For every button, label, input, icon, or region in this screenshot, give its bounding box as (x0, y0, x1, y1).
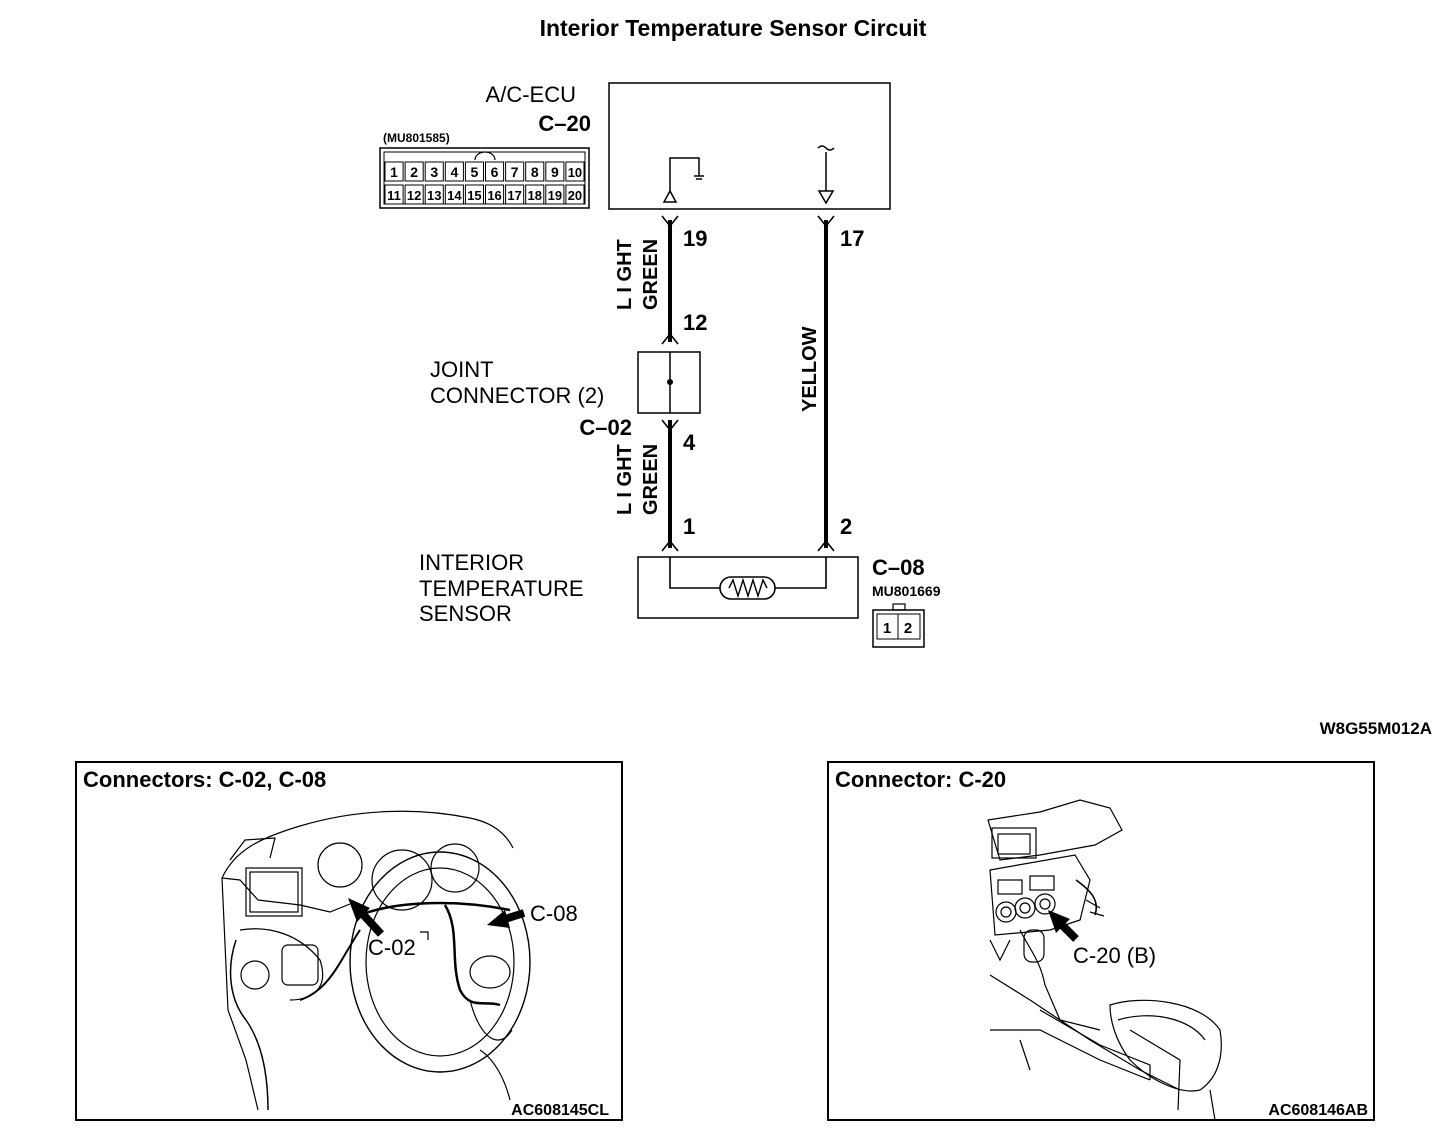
ecu-pin-cell (384, 184, 404, 205)
ecu-pin-cell (464, 184, 484, 205)
ecu-pin-number: 9 (551, 164, 559, 180)
ecu-pin-number: 5 (471, 164, 479, 180)
panel-2-title: Connector: C-20 (835, 767, 1006, 792)
sensor-label-2: TEMPERATURE (419, 576, 584, 601)
callout-arrow-c02 (348, 898, 384, 937)
location-panel-c20: Connector: C-20 C (827, 761, 1375, 1121)
pin-12: 12 (683, 310, 707, 335)
ecu-pin-cell (384, 161, 404, 182)
ecu-pin-number: 6 (491, 164, 499, 180)
wires (668, 220, 828, 548)
ecu-pin-number: 11 (387, 188, 401, 203)
ecu-pin-cell (464, 161, 484, 182)
pin-4: 4 (683, 430, 696, 455)
callout-c20: C-20 (B) (1073, 943, 1156, 968)
ecu-pin-number: 3 (430, 164, 438, 180)
ecu-pin-cell (404, 184, 424, 205)
joint-connector: JOINT CONNECTOR (2) C–02 (430, 351, 701, 440)
wire-color-lower-1: L I GHT (614, 444, 636, 515)
ecu-pin-cell (525, 161, 545, 182)
ecu-pin-number: 18 (528, 188, 542, 203)
ecu-pin-number: 7 (511, 164, 519, 180)
ecu-pin-number: 19 (548, 188, 562, 203)
ecu-pin-cell (545, 184, 565, 205)
ecu-pin-cell (505, 184, 525, 205)
ecu-pin-number: 14 (447, 188, 462, 203)
ecu-pin-cell (424, 161, 444, 182)
ecu-pin-cell (565, 184, 585, 205)
pin-17: 17 (840, 226, 864, 251)
sensor-pin-2: 2 (904, 620, 912, 637)
ac-ecu: A/C-ECU C–20 (MU801585) (383, 82, 891, 210)
pin-2: 2 (840, 514, 852, 539)
joint-connector-label-1: JOINT (430, 357, 494, 382)
ecu-pin-cell (545, 161, 565, 182)
ecu-pin-number: 1 (390, 164, 398, 180)
pin-19: 19 (683, 226, 707, 251)
center-console-illustration (987, 799, 1222, 1121)
ecu-pin-number: 13 (427, 188, 441, 203)
callout-arrow-c08 (487, 909, 526, 928)
ecu-pin-cell (444, 161, 464, 182)
sensor-pin-1: 1 (883, 620, 891, 637)
ecu-pin-cell (404, 161, 424, 182)
ecu-pin-cell (485, 161, 505, 182)
ecu-pin-cell (444, 184, 464, 205)
sensor-label-1: INTERIOR (419, 550, 524, 575)
ecu-pin-number: 8 (531, 164, 539, 180)
joint-connector-label-2: CONNECTOR (2) (430, 383, 604, 408)
ecu-pin-number: 20 (568, 188, 582, 203)
diagram-title: Interior Temperature Sensor Circuit (540, 15, 927, 41)
panel-2-code: AC608146AB (1268, 1102, 1368, 1119)
wire-color-upper-1: L I GHT (614, 239, 636, 310)
ecu-connector-id: C–20 (538, 111, 591, 136)
ecu-pin-number: 4 (450, 164, 458, 180)
panel-1-title: Connectors: C-02, C-08 (83, 767, 326, 792)
callout-c08: C-08 (530, 901, 578, 926)
dashboard-illustration (221, 810, 531, 1111)
ecu-name: A/C-ECU (486, 82, 576, 107)
ecu-pin-cell (525, 184, 545, 205)
callout-arrow-c20 (1048, 910, 1079, 942)
ground-symbol (662, 157, 704, 203)
ecu-part-number: (MU801585) (383, 131, 450, 145)
interior-temperature-sensor: INTERIOR TEMPERATURE SENSOR C–08 MU80166… (419, 550, 941, 648)
ecu-pin-cell (424, 184, 444, 205)
sensor-input-symbol (817, 145, 835, 205)
connector-chevrons (661, 215, 835, 552)
sensor-part-number: MU801669 (872, 583, 941, 599)
ecu-pin-cell (505, 161, 525, 182)
sensor-connector-id: C–08 (872, 555, 925, 580)
ecu-pin-cell (565, 161, 585, 182)
joint-connector-id: C–02 (579, 415, 632, 440)
sensor-label-3: SENSOR (419, 601, 512, 626)
wire-color-upper-2: GREEN (640, 239, 662, 310)
ecu-pin-number: 17 (507, 188, 521, 203)
ecu-pin-number: 12 (407, 188, 421, 203)
pin-1: 1 (683, 514, 695, 539)
diagram-code: W8G55M012A (1320, 719, 1432, 738)
ecu-pin-number: 10 (568, 165, 582, 180)
location-panel-c02-c08: Connectors: C-02, C-08 (75, 761, 623, 1121)
ecu-pin-cell (485, 184, 505, 205)
ecu-pin-number: 16 (487, 188, 501, 203)
sensor-connector-face: 1 2 (872, 603, 925, 648)
ecu-box (608, 82, 891, 210)
ecu-pin-number: 15 (467, 188, 481, 203)
ecu-pin-number: 2 (410, 164, 418, 180)
panel-1-code: AC608145CL (511, 1102, 609, 1119)
wire-color-yellow: YELLOW (799, 326, 821, 412)
wire-color-lower-2: GREEN (640, 444, 662, 515)
callout-c02: C-02 (368, 935, 416, 960)
